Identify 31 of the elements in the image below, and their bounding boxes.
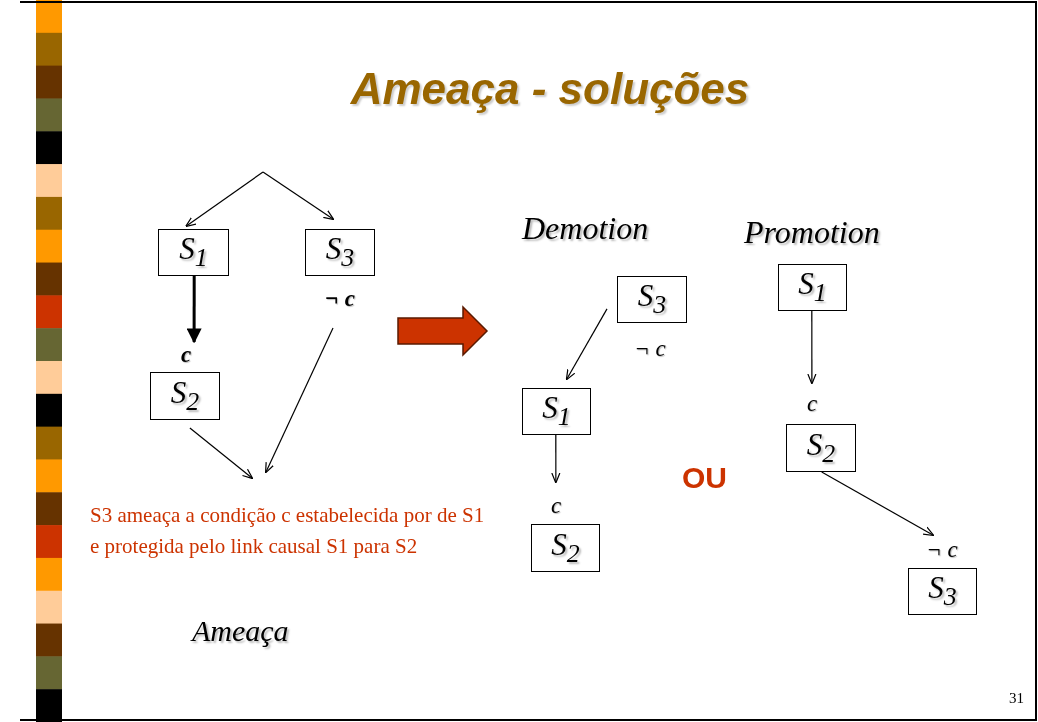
- arrow: [565, 308, 608, 381]
- step-box: S$_{2}$: [150, 372, 220, 420]
- arrow: [186, 276, 202, 344]
- caption-text: Ameaça: [192, 614, 289, 648]
- step-box: S$_{1}$: [522, 388, 591, 435]
- title: Ameaça - soluções: [349, 64, 751, 114]
- arrow: [189, 427, 254, 480]
- page-number: 31: [1009, 690, 1024, 707]
- arrow: [551, 434, 561, 484]
- condition-label: c: [550, 493, 562, 519]
- step-box: S$_{3}$: [908, 568, 977, 615]
- arrow: [265, 327, 334, 474]
- step-box: S$_{2}$: [531, 524, 600, 572]
- note-text: S3 ameaça a condição c estabelecida por de S1 e protegida pelo link causal S1 para S2: [90, 502, 485, 560]
- or-label: OU: [682, 461, 727, 495]
- step-box: S$_{1}$: [778, 264, 847, 311]
- arrow: [185, 171, 264, 228]
- arrow: [262, 171, 335, 221]
- heading: Demotion: [522, 210, 649, 247]
- step-box: S$_{2}$: [786, 424, 856, 472]
- step-box: S$_{1}$: [158, 229, 229, 276]
- condition-label: ¬ c: [634, 336, 666, 362]
- step-box: S$_{3}$: [617, 276, 687, 323]
- condition-label: c: [806, 391, 818, 417]
- heading: Promotion: [744, 214, 880, 251]
- condition-label: ¬ c: [926, 537, 958, 563]
- condition-label: c: [180, 342, 192, 368]
- condition-label: ¬ c: [325, 286, 355, 312]
- step-box: S$_{3}$: [305, 229, 375, 276]
- arrow: [807, 310, 817, 385]
- arrow: [821, 471, 935, 537]
